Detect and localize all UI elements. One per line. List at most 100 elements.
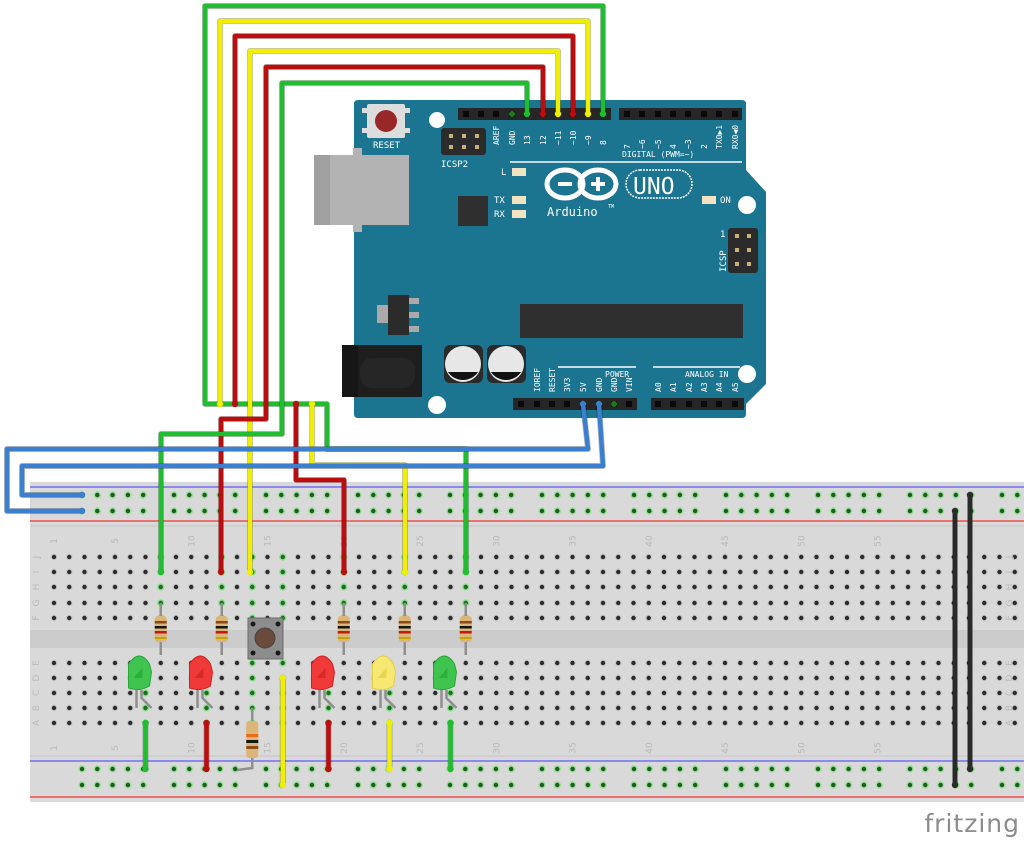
digital-label: DIGITAL (PWM=~) [622,150,694,159]
row-label: E [32,660,42,666]
header-pin[interactable] [701,111,707,117]
led-red[interactable] [311,655,336,709]
row-label: I [32,571,42,574]
pin-label-analog: A2 [685,382,694,392]
usb-connector-shade [314,155,330,225]
header-pin[interactable] [478,111,484,117]
column-label: 30 [492,535,502,547]
wire-button-5v[interactable] [279,674,286,789]
resistor[interactable] [398,603,411,655]
icsp-pin1-label: 1 [720,230,725,240]
wire-led4-gnd[interactable] [386,719,393,773]
pin-label-digital: 2 [700,144,709,149]
header-pin[interactable] [716,111,722,117]
icsp-label: ICSP [719,250,729,272]
row-label: D [1005,674,1015,681]
led-label-l: L [501,168,506,178]
wire-pin9-yellow-a[interactable] [216,18,592,408]
column-label: 50 [797,535,807,547]
resistor[interactable] [154,603,167,655]
pin-label-digital: 13 [523,135,532,145]
row-label: G [1005,599,1015,606]
column-label: 10 [187,742,197,754]
power-label: POWER [605,370,629,379]
wire-pin10-red-b[interactable] [292,400,348,576]
wire-pin12-red[interactable] [217,64,547,576]
row-label: J [1005,556,1015,560]
column-label: 15 [264,742,274,753]
wire-gnd-blue[interactable] [19,400,606,499]
wire-led3-gnd[interactable] [325,719,332,773]
header-pin[interactable] [686,401,692,407]
led-green[interactable] [433,655,458,709]
mount-hole-right-bottom [738,365,756,383]
pin-label-power: 3V3 [563,377,572,392]
wire-led2-gnd[interactable] [203,719,210,773]
header-pin[interactable] [626,401,632,407]
wire-pin11-yellow[interactable] [246,48,562,576]
led-label-on: ON [720,196,731,206]
onboard-leds: L TX RX ON [494,168,731,220]
header-pin[interactable] [493,111,499,117]
wire-5v-blue[interactable] [4,400,591,515]
row-label: J [32,556,42,560]
row-label: C [1005,690,1015,696]
usb-tab-bottom [353,224,362,232]
analog-label: ANALOG IN [685,370,729,379]
row-label: F [1005,615,1015,620]
header-pin[interactable] [463,111,469,117]
header-pin[interactable] [518,401,524,407]
icsp-header [728,228,758,273]
wire-pin10-red-a[interactable] [231,33,577,408]
header-pin[interactable] [655,401,661,407]
header-pin[interactable] [624,111,630,117]
header-pin[interactable] [732,401,738,407]
header-pin[interactable] [564,401,570,407]
led-red[interactable] [189,655,214,709]
icsp2-label: ICSP2 [441,160,468,170]
header-pin[interactable] [549,401,555,407]
header-pin[interactable] [701,401,707,407]
wire-pin13-green[interactable] [157,80,531,576]
led-label-rx: RX [494,210,505,220]
pulldown-resistor[interactable] [237,708,259,772]
header-pin[interactable] [639,111,645,117]
pin-label-digital: RX0◀0 [731,125,740,149]
pushbutton[interactable] [247,617,284,660]
led-green[interactable] [128,655,153,709]
wire-led1-gnd[interactable] [142,719,149,773]
column-label: 55 [874,535,884,546]
row-label: I [1005,571,1015,574]
header-pin[interactable] [534,401,540,407]
wire-rail-jumper-2[interactable] [966,491,974,773]
capacitor-2 [487,345,526,383]
reset-button[interactable] [362,104,410,138]
column-label: 30 [492,742,502,754]
pin-label-digital: ~10 [569,130,578,145]
wires [4,3,974,789]
uno-logo-text: UNO [633,174,675,200]
pin-label-analog: A4 [715,382,724,392]
wire-led5-gnd[interactable] [447,719,454,773]
wire-rail-jumper-1[interactable] [951,507,959,789]
header-pin[interactable] [685,111,691,117]
row-label: B [1005,705,1015,711]
header-pin[interactable] [670,111,676,117]
row-label: A [32,719,42,726]
pin-label-power: IOREF [533,368,542,392]
row-label: H [1005,584,1015,591]
header-pin[interactable] [732,111,738,117]
arduino-pcb [354,100,766,418]
resistor[interactable] [337,603,350,655]
led-yellow[interactable] [372,655,397,709]
header-pin[interactable] [655,111,661,117]
column-label: 5 [111,745,121,751]
resistor[interactable] [215,603,228,655]
resistor[interactable] [459,603,472,655]
header-pin[interactable] [716,401,722,407]
header-pin[interactable] [670,401,676,407]
